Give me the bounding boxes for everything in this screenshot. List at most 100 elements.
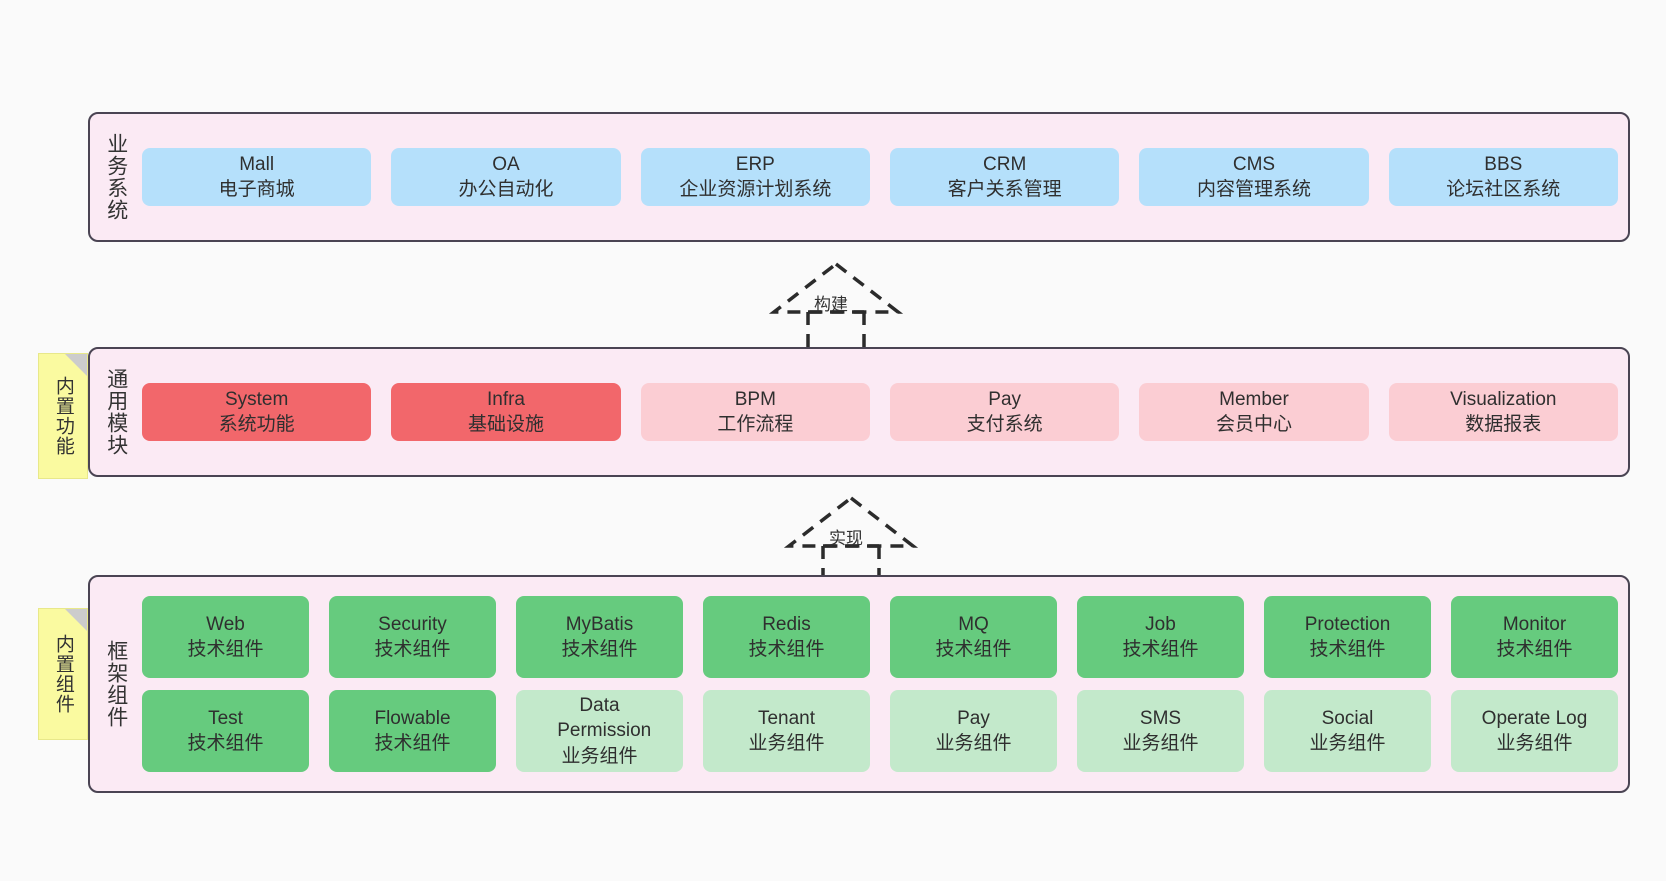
card-title: OA <box>492 153 520 175</box>
card-subtitle: 技术组件 <box>1309 639 1386 660</box>
card-subtitle: 办公自动化 <box>458 179 554 200</box>
card-title: Monitor <box>1502 613 1567 635</box>
card-subtitle: 业务组件 <box>1122 733 1199 754</box>
card-subtitle: 系统功能 <box>218 414 295 435</box>
layer-body-business-system: Mall 电子商城 OA 办公自动化 ERP 企业资源计划系统 CRM 客户关系… <box>142 114 1628 240</box>
card-subtitle: 客户关系管理 <box>947 179 1062 200</box>
card-subtitle: 业务组件 <box>561 745 638 767</box>
card-title: Operate Log <box>1481 707 1588 729</box>
card-security[interactable]: Security 技术组件 <box>329 596 496 678</box>
card-redis[interactable]: Redis 技术组件 <box>703 596 870 678</box>
card-system[interactable]: System 系统功能 <box>142 382 372 442</box>
card-title: Social <box>1321 707 1374 729</box>
layer-label-common-module: 通用模块 <box>104 368 128 456</box>
card-sms[interactable]: SMS 业务组件 <box>1077 690 1244 772</box>
card-subtitle: 业务组件 <box>1309 733 1386 754</box>
card-title: Pay <box>957 707 990 729</box>
card-subtitle: 业务组件 <box>1496 733 1573 754</box>
card-web[interactable]: Web 技术组件 <box>142 596 309 678</box>
card-subtitle: 业务组件 <box>748 733 825 754</box>
card-member[interactable]: Member 会员中心 <box>1139 382 1369 442</box>
card-protection[interactable]: Protection 技术组件 <box>1264 596 1431 678</box>
card-row: Test 技术组件 Flowable 技术组件 Data Permission … <box>142 690 1618 772</box>
card-title: Member <box>1219 388 1289 410</box>
card-title: Tenant <box>757 707 816 729</box>
sticky-note-builtin-component: 内置组件 <box>38 608 88 740</box>
card-title: Web <box>206 613 245 635</box>
card-mybatis[interactable]: MyBatis 技术组件 <box>516 596 683 678</box>
card-subtitle: 技术组件 <box>187 733 264 754</box>
card-title: MyBatis <box>565 613 634 635</box>
sticky-note-text: 内置功能 <box>52 376 74 456</box>
card-erp[interactable]: ERP 企业资源计划系统 <box>640 147 870 207</box>
card-subtitle: 会员中心 <box>1215 414 1292 435</box>
connector-build-label: 构建 <box>814 295 848 314</box>
card-subtitle: 数据报表 <box>1465 414 1542 435</box>
card-title: Job <box>1145 613 1176 635</box>
card-subtitle: 技术组件 <box>1122 639 1199 660</box>
card-subtitle: 电子商城 <box>218 179 295 200</box>
layer-label-business-system: 业务系统 <box>104 133 128 221</box>
card-title: MQ <box>958 613 989 635</box>
card-row: System 系统功能 Infra 基础设施 BPM 工作流程 Pay 支付系统… <box>142 382 1618 442</box>
card-data-permission[interactable]: Data Permission 业务组件 <box>516 690 683 772</box>
sticky-note-builtin-function: 内置功能 <box>38 353 88 479</box>
card-operate-log[interactable]: Operate Log 业务组件 <box>1451 690 1618 772</box>
card-pay[interactable]: Pay 支付系统 <box>889 382 1120 442</box>
card-subtitle: 技术组件 <box>1496 639 1573 660</box>
card-title: Test <box>208 707 243 729</box>
card-title: Data Permission <box>557 695 652 742</box>
card-subtitle: 技术组件 <box>935 639 1012 660</box>
layer-label-framework-component: 框架组件 <box>104 640 128 728</box>
card-bpm[interactable]: BPM 工作流程 <box>640 382 870 442</box>
card-title: Protection <box>1304 613 1391 635</box>
layer-body-framework-component: Web 技术组件 Security 技术组件 MyBatis 技术组件 Redi… <box>142 577 1628 791</box>
card-mq[interactable]: MQ 技术组件 <box>890 596 1057 678</box>
card-title: Mall <box>239 153 275 175</box>
card-monitor[interactable]: Monitor 技术组件 <box>1451 596 1618 678</box>
card-job[interactable]: Job 技术组件 <box>1077 596 1244 678</box>
card-subtitle: 技术组件 <box>374 733 451 754</box>
card-test[interactable]: Test 技术组件 <box>142 690 309 772</box>
card-mall[interactable]: Mall 电子商城 <box>142 147 372 207</box>
card-title: System <box>224 388 289 410</box>
card-subtitle: 基础设施 <box>467 414 544 435</box>
card-subtitle: 技术组件 <box>561 639 638 660</box>
card-subtitle: 支付系统 <box>966 414 1043 435</box>
card-title: SMS <box>1139 707 1182 729</box>
card-crm[interactable]: CRM 客户关系管理 <box>889 147 1120 207</box>
card-title: BPM <box>734 388 776 410</box>
layer-body-common-module: System 系统功能 Infra 基础设施 BPM 工作流程 Pay 支付系统… <box>142 349 1628 475</box>
card-visualization[interactable]: Visualization 数据报表 <box>1388 382 1618 442</box>
card-subtitle: 工作流程 <box>717 414 794 435</box>
card-subtitle: 业务组件 <box>935 733 1012 754</box>
card-pay-business[interactable]: Pay 业务组件 <box>890 690 1057 772</box>
card-title: Infra <box>486 388 525 410</box>
card-row: Mall 电子商城 OA 办公自动化 ERP 企业资源计划系统 CRM 客户关系… <box>142 147 1618 207</box>
card-oa[interactable]: OA 办公自动化 <box>391 147 621 207</box>
card-title: CMS <box>1232 153 1276 175</box>
card-infra[interactable]: Infra 基础设施 <box>391 382 621 442</box>
card-title: CRM <box>983 153 1027 175</box>
sticky-note-text: 内置组件 <box>52 634 74 714</box>
card-title: Security <box>378 613 447 635</box>
card-cms[interactable]: CMS 内容管理系统 <box>1139 147 1369 207</box>
card-social[interactable]: Social 业务组件 <box>1264 690 1431 772</box>
connector-implement-label: 实现 <box>829 529 863 548</box>
card-bbs[interactable]: BBS 论坛社区系统 <box>1388 147 1618 207</box>
sticky-fold-corner-icon <box>65 609 87 631</box>
card-row: Web 技术组件 Security 技术组件 MyBatis 技术组件 Redi… <box>142 596 1618 678</box>
layer-common-module: 通用模块 System 系统功能 Infra 基础设施 BPM 工作流程 Pay… <box>88 347 1630 477</box>
card-subtitle: 内容管理系统 <box>1196 179 1311 200</box>
card-title: Visualization <box>1450 388 1557 410</box>
card-tenant[interactable]: Tenant 业务组件 <box>703 690 870 772</box>
card-subtitle: 技术组件 <box>748 639 825 660</box>
card-title: ERP <box>735 153 775 175</box>
card-title: Redis <box>762 613 811 635</box>
card-subtitle: 企业资源计划系统 <box>679 179 832 200</box>
card-subtitle: 论坛社区系统 <box>1446 179 1561 200</box>
card-flowable[interactable]: Flowable 技术组件 <box>329 690 496 772</box>
card-title: Flowable <box>374 707 451 729</box>
layer-framework-component: 框架组件 Web 技术组件 Security 技术组件 MyBatis 技术组件… <box>88 575 1630 793</box>
